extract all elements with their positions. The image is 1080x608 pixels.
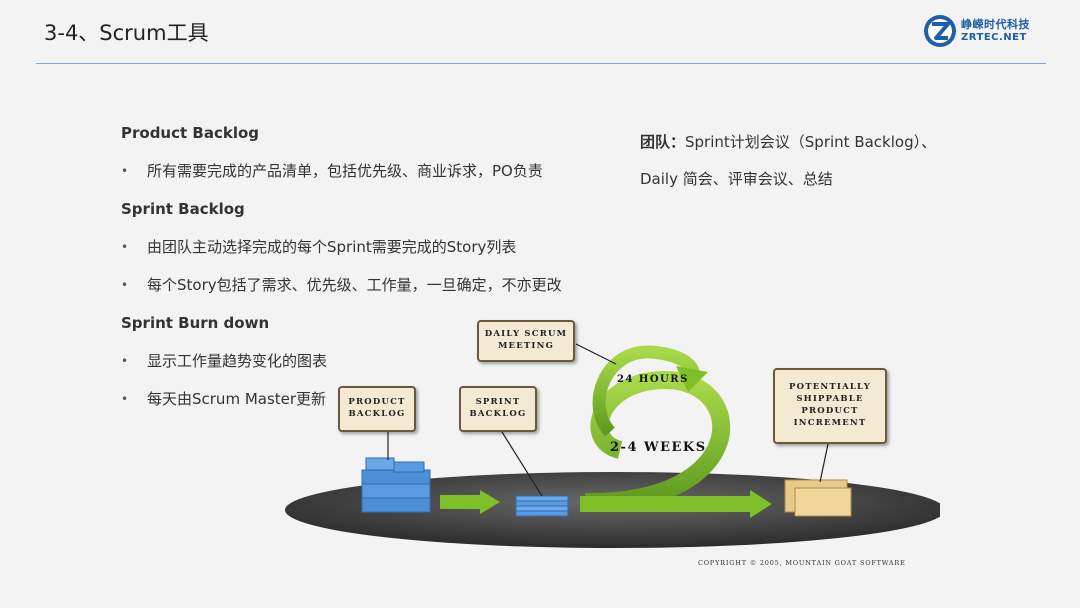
product-backlog-stack [361, 457, 431, 513]
bullet-symbol: • [121, 278, 129, 292]
increment-boxes [784, 479, 852, 517]
logo-cn-text: 峥嵘时代科技 [961, 18, 1030, 31]
label-daily-scrum-meeting: Daily Scrum Meeting [477, 320, 575, 362]
section-title-product-backlog: Product Backlog [121, 124, 260, 142]
leader-sprint-backlog [501, 431, 543, 497]
zrtec-logo-icon [924, 15, 956, 47]
bullet-symbol: • [121, 354, 129, 368]
sprint-backlog-stack [515, 495, 569, 517]
label-24-hours: 24 Hours [617, 374, 689, 385]
header-divider [36, 63, 1046, 64]
arrow-sprint-to-increment [580, 490, 772, 518]
bullet-item: • 由团队主动选择完成的每个Sprint需要完成的Story列表 [121, 235, 621, 273]
team-label: 团队： [640, 133, 686, 151]
diagram-graphic [285, 343, 940, 548]
bullet-text: 每天由Scrum Master更新 [147, 390, 327, 408]
bullet-text: 显示工作量趋势变化的图表 [147, 352, 328, 370]
bullet-symbol: • [121, 164, 129, 178]
leader-daily-scrum [575, 343, 617, 365]
bullet-item: • 显示工作量趋势变化的图表 [121, 349, 621, 387]
bullet-text: 由团队主动选择完成的每个Sprint需要完成的Story列表 [147, 238, 517, 256]
label-sprint-backlog: Sprint Backlog [459, 386, 537, 432]
team-line-1: Sprint计划会议（Sprint Backlog）、 [685, 133, 937, 151]
bullet-item: • 所有需要完成的产品清单，包括优先级、商业诉求，PO负责 [121, 159, 621, 197]
copyright-text: Copyright © 2005, Mountain Goat Software [698, 559, 906, 567]
label-product-backlog: Product Backlog [338, 386, 416, 432]
logo-en-text: ZRTEC.NET [961, 32, 1027, 43]
section-title-sprint-burndown: Sprint Burn down [121, 314, 270, 332]
bullet-symbol: • [121, 240, 129, 254]
arrow-backlog-to-sprint [440, 490, 500, 514]
scrum-process-diagram: Daily Scrum Meeting Product Backlog Spri… [280, 310, 940, 580]
page-title: 3-4、Scrum工具 [44, 21, 209, 45]
section-title-sprint-backlog: Sprint Backlog [121, 200, 245, 218]
team-meetings-text: 团队：Sprint计划会议（Sprint Backlog）、 Daily 简会、… [640, 124, 980, 198]
daily-loop-arrowhead [676, 366, 708, 392]
left-content: Product Backlog • 所有需要完成的产品清单，包括优先级、商业诉求，… [121, 121, 621, 425]
bullet-text: 所有需要完成的产品清单，包括优先级、商业诉求，PO负责 [147, 162, 543, 180]
bullet-item: • 每个Story包括了需求、优先级、工作量，一旦确定，不亦更改 [121, 273, 621, 311]
bullet-item: • 每天由Scrum Master更新 [121, 387, 621, 425]
leader-increment [819, 443, 829, 483]
label-increment: Potentially Shippable Product Increment [773, 368, 887, 444]
daily-loop-arrow [592, 345, 700, 437]
team-line-2: Daily 简会、评审会议、总结 [640, 170, 833, 188]
bullet-symbol: • [121, 392, 129, 406]
company-logo: 峥嵘时代科技 ZRTEC.NET [923, 14, 1030, 48]
label-2-4-weeks: 2-4 Weeks [610, 440, 707, 455]
bullet-text: 每个Story包括了需求、优先级、工作量，一旦确定，不亦更改 [147, 276, 562, 294]
